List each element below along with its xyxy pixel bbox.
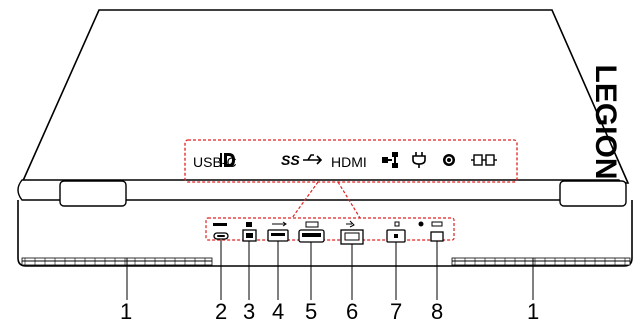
legion-logo: LEGION	[589, 64, 622, 179]
port-mini-icons	[213, 220, 443, 228]
usb-c-label: USB-C	[193, 154, 237, 170]
callout-7: 7	[390, 299, 403, 324]
svg-text:SS: SS	[281, 152, 300, 168]
thunderbolt-dp-icon	[220, 153, 235, 167]
callout-8: 8	[431, 299, 444, 324]
callout-1-right: 1	[527, 299, 540, 324]
port-legend-box	[184, 139, 518, 183]
superspeed-usb-icon: SS	[281, 152, 323, 168]
security-lock-slot-icon	[471, 154, 497, 166]
port-group-box	[205, 217, 455, 241]
vent-left	[21, 257, 213, 266]
callout-6: 6	[346, 299, 359, 324]
laptop-base-outline	[17, 200, 633, 267]
brand-text: LEGION	[589, 64, 622, 179]
ethernet-port	[340, 229, 364, 245]
callout-4: 4	[272, 299, 285, 324]
hinge-left	[59, 180, 127, 207]
laptop-lid-outline	[20, 9, 630, 184]
callout-leaders	[126, 240, 534, 300]
callout-5: 5	[305, 299, 318, 324]
hinge-bar	[17, 179, 627, 207]
vent-right	[451, 257, 631, 266]
ethernet-icon	[382, 152, 398, 168]
power-indicator-icon	[443, 154, 455, 166]
callout-2: 2	[215, 299, 228, 324]
power-plug-icon	[412, 152, 426, 168]
callout-1-left: 1	[120, 299, 133, 324]
lock-slot	[430, 231, 444, 242]
hinge-right	[559, 180, 627, 207]
hdmi-label: HDMI	[331, 154, 367, 170]
callout-3: 3	[243, 299, 256, 324]
